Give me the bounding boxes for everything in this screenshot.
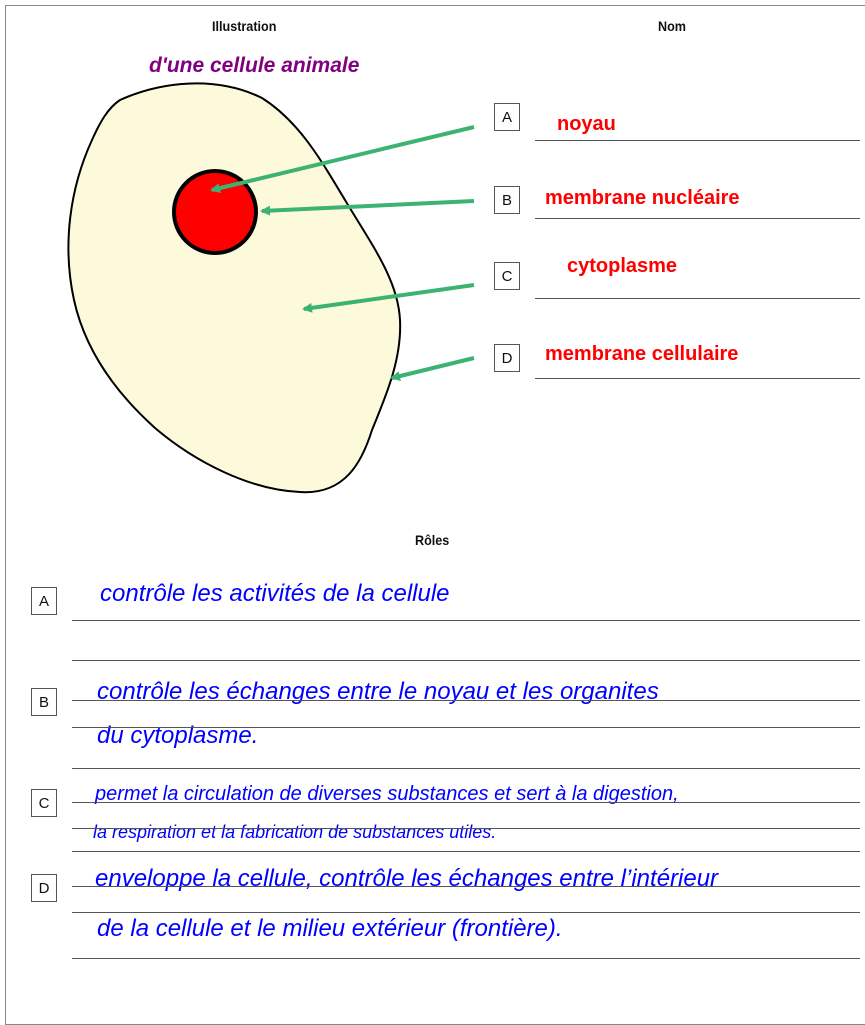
name-box-d: D <box>494 344 520 372</box>
role-box-a: A <box>31 587 57 615</box>
roles-title: Rôles <box>415 532 449 548</box>
role-line-c1 <box>72 802 860 803</box>
role-line-b1 <box>72 700 860 701</box>
cell-diagram <box>0 0 865 560</box>
role-text-d1: enveloppe la cellule, contrôle les échan… <box>95 865 718 893</box>
role-text-b1: contrôle les échanges entre le noyau et … <box>97 678 659 706</box>
name-line-a <box>535 140 860 141</box>
role-text-c2: la respiration et la fabrication de subs… <box>93 822 496 843</box>
role-box-c: C <box>31 789 57 817</box>
name-line-c <box>535 298 860 299</box>
name-box-b: B <box>494 186 520 214</box>
name-box-c: C <box>494 262 520 290</box>
role-line-b3 <box>72 768 860 769</box>
name-label-b: membrane nucléaire <box>545 187 740 210</box>
name-line-b <box>535 218 860 219</box>
role-line-c3 <box>72 851 860 852</box>
role-line-c2 <box>72 828 860 829</box>
role-line-d2 <box>72 912 860 913</box>
name-box-a: A <box>494 103 520 131</box>
role-line-a1 <box>72 620 860 621</box>
role-text-a: contrôle les activités de la cellule <box>100 580 450 608</box>
role-line-b2 <box>72 727 860 728</box>
role-line-d1 <box>72 886 860 887</box>
name-line-d <box>535 378 860 379</box>
arrow-d <box>392 358 474 378</box>
name-label-a: noyau <box>557 113 616 136</box>
name-label-d: membrane cellulaire <box>545 343 738 366</box>
role-box-d: D <box>31 874 57 902</box>
role-line-a2 <box>72 660 860 661</box>
role-box-b: B <box>31 688 57 716</box>
role-text-d2: de la cellule et le milieu extérieur (fr… <box>97 915 563 943</box>
name-label-c: cytoplasme <box>567 255 677 278</box>
role-line-d3 <box>72 958 860 959</box>
cell-membrane <box>68 83 400 492</box>
